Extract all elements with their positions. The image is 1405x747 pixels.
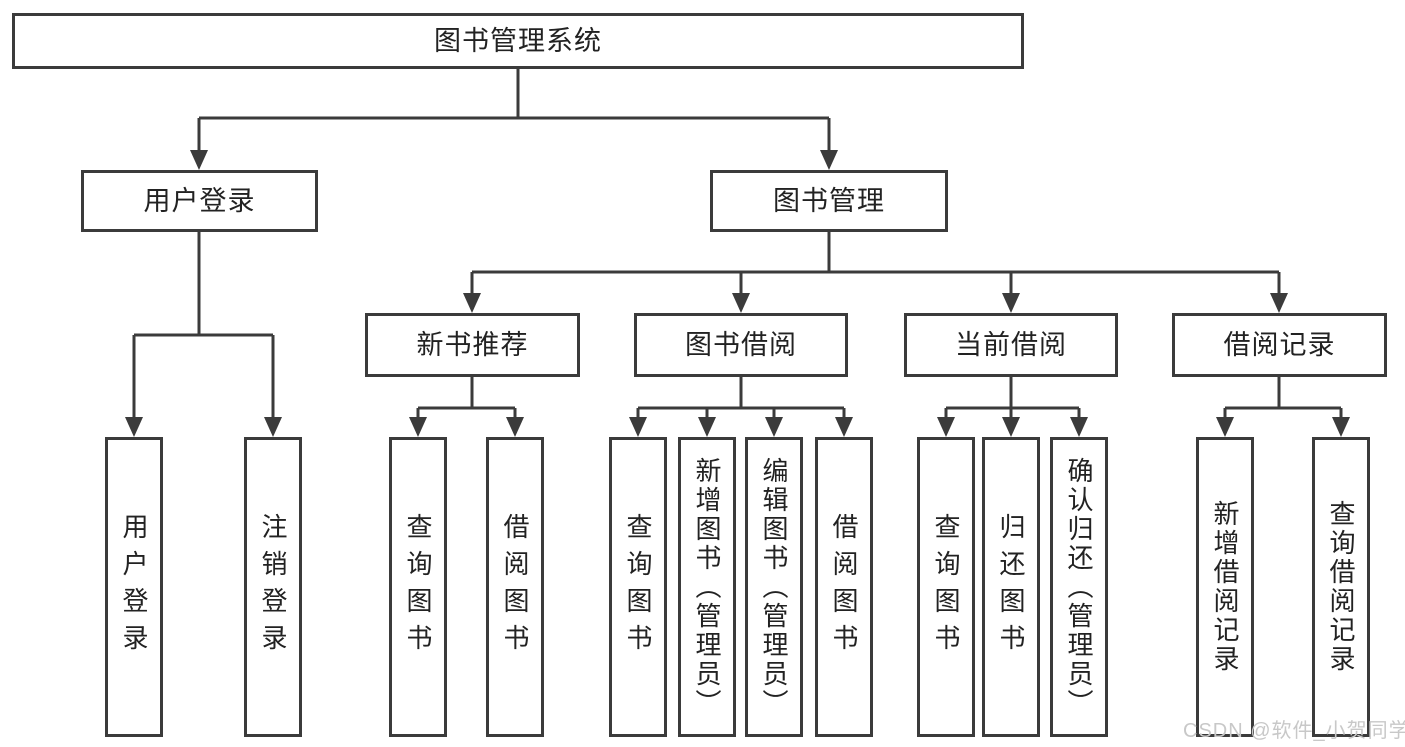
watermark: CSDN @软件_小贺同学 [1183,720,1405,742]
node-book-management: 图书管理 [710,170,948,232]
node-leaf-query-book-current: 查询图书 [917,437,975,737]
node-book-borrow-label: 图书借阅 [685,329,797,360]
node-current-borrow-label: 当前借阅 [955,329,1067,360]
node-leaf-confirm-return-admin: 确认归还（管理员） [1050,437,1108,737]
node-borrow-records: 借阅记录 [1172,313,1387,377]
node-root-label: 图书管理系统 [434,25,602,56]
node-new-book-recommend: 新书推荐 [365,313,580,377]
node-leaf-add-borrow-record: 新增借阅记录 [1196,437,1254,737]
node-leaf-user-login: 用户登录 [105,437,163,737]
node-leaf-query-borrow-record: 查询借阅记录 [1312,437,1370,737]
node-book-borrow: 图书借阅 [634,313,848,377]
node-leaf-borrow-book-recommend: 借阅图书 [486,437,544,737]
node-current-borrow: 当前借阅 [904,313,1118,377]
node-leaf-logout: 注销登录 [244,437,302,737]
node-user-login-label: 用户登录 [143,185,256,216]
node-leaf-add-book-admin: 新增图书（管理员） [678,437,736,737]
node-leaf-query-book-borrow: 查询图书 [609,437,667,737]
node-root: 图书管理系统 [12,13,1024,69]
node-leaf-edit-book-admin: 编辑图书（管理员） [745,437,803,737]
node-leaf-query-book-recommend: 查询图书 [389,437,447,737]
node-new-book-recommend-label: 新书推荐 [416,329,529,360]
node-borrow-records-label: 借阅记录 [1223,329,1336,360]
node-user-login: 用户登录 [81,170,318,232]
arrowheads [125,150,1350,437]
node-book-management-label: 图书管理 [773,185,885,216]
node-leaf-return-book: 归还图书 [982,437,1040,737]
node-leaf-borrow-book-borrow: 借阅图书 [815,437,873,737]
